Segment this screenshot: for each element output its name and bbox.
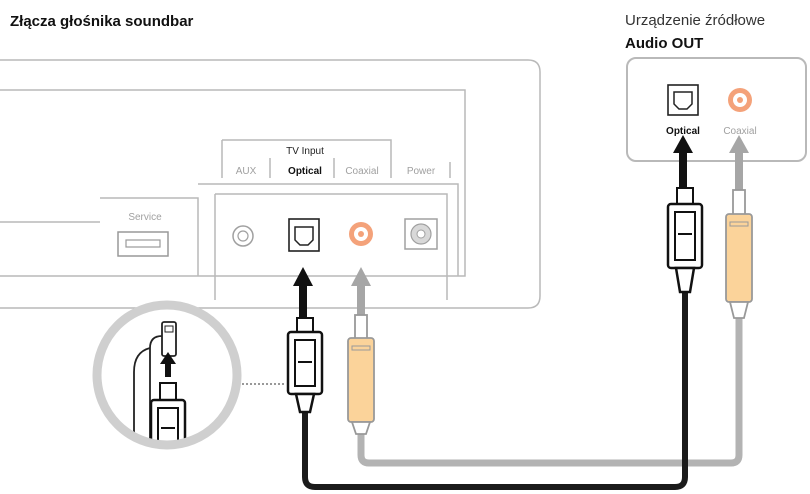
- soundbar-heading: Złącza głośnika soundbar: [10, 13, 194, 30]
- source-coaxial-plug: [725, 189, 753, 319]
- service-port: [117, 231, 169, 257]
- optical-plug: [286, 317, 324, 414]
- power-label: Power: [407, 166, 436, 177]
- source-optical-port: [667, 84, 699, 116]
- source-heading: Urządzenie źródłowe: [625, 12, 765, 29]
- arrow-up-icon: [351, 267, 371, 316]
- coaxial-cable: [357, 318, 743, 467]
- aux-label: AUX: [236, 166, 257, 177]
- source-optical-plug: [666, 187, 704, 294]
- zoom-detail: [92, 300, 242, 450]
- source-device-box: [626, 57, 807, 162]
- soundbar-panel: [0, 59, 541, 309]
- coaxial-label: Coaxial: [345, 166, 378, 177]
- coaxial-plug: [347, 314, 375, 435]
- tv-input-label: TV Input: [286, 146, 324, 157]
- coaxial-port: [349, 222, 373, 246]
- source-coaxial-port: [728, 88, 752, 112]
- source-coaxial-label: Coaxial: [723, 126, 756, 137]
- optical-port: [288, 218, 320, 252]
- aux-port: [232, 225, 254, 247]
- optical-label: Optical: [288, 166, 322, 177]
- service-label: Service: [128, 212, 162, 223]
- arrow-up-icon: [293, 267, 313, 318]
- arrow-up-icon: [729, 135, 749, 190]
- power-port: [404, 218, 438, 250]
- arrow-up-icon: [673, 135, 693, 188]
- source-optical-label: Optical: [666, 126, 700, 137]
- optical-cable: [302, 292, 688, 490]
- source-subheading: Audio OUT: [625, 35, 703, 52]
